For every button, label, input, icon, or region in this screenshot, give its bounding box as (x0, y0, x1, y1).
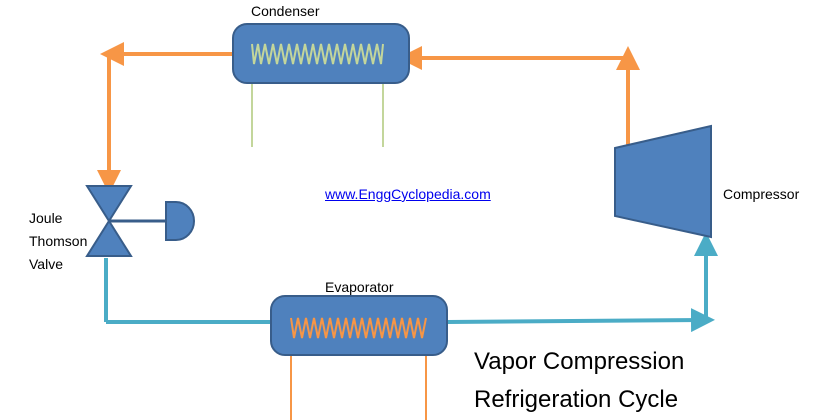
valve-lower-triangle (85, 219, 133, 257)
compressor-body (614, 124, 712, 239)
evaporator (270, 295, 448, 420)
diagram-title-line2: Refrigeration Cycle (474, 386, 679, 413)
evaporator-vessel (270, 295, 448, 356)
condenser-label: Condenser (251, 3, 320, 19)
valve-actuator (165, 201, 195, 241)
evaporator-to-compressor-line (447, 308, 715, 333)
condenser-coil (251, 43, 384, 65)
valve-label-line2: Thomson (29, 233, 88, 249)
compressor (614, 124, 712, 239)
compressor-label: Compressor (723, 186, 800, 202)
valve-label-line1: Joule (29, 210, 63, 226)
joule-thomson-valve (85, 185, 195, 257)
condenser (232, 23, 410, 147)
condenser-vessel (232, 23, 410, 84)
hot-refrigerant-lines (97, 42, 640, 194)
evaporator-label: Evaporator (325, 279, 394, 295)
valve-upper-triangle (85, 185, 133, 223)
valve-label-line3: Valve (29, 256, 63, 272)
website-link[interactable]: www.EnggCyclopedia.com (325, 186, 491, 202)
evaporator-coil (290, 317, 427, 339)
diagram-title-line1: Vapor Compression (474, 348, 685, 375)
cold-refrigerant-lines (104, 232, 718, 333)
